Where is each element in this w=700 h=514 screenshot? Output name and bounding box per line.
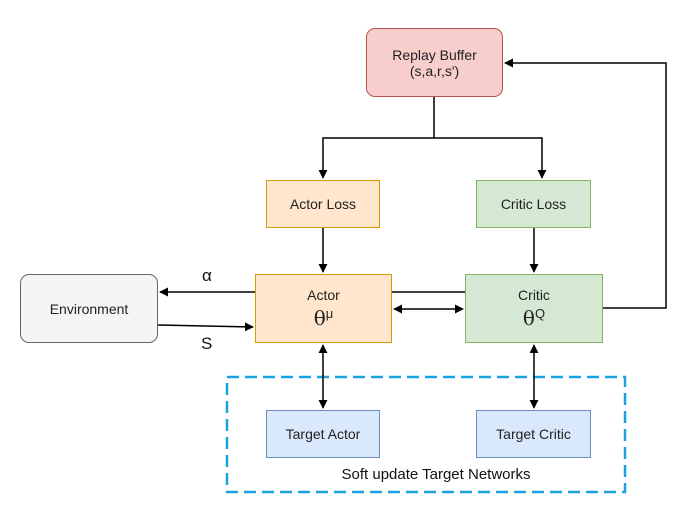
critic-param-superscript: Q <box>534 306 546 321</box>
actor-param-superscript: μ <box>325 306 334 321</box>
critic-node: Critic θQ <box>465 274 603 343</box>
edge-replay-to-actor-loss <box>318 137 434 179</box>
target-critic-label: Target Critic <box>496 426 571 442</box>
replay-buffer-title: Replay Buffer <box>392 46 477 63</box>
actor-loss-label: Actor Loss <box>289 196 357 212</box>
edge-critic-to-replay-buffer <box>504 58 667 309</box>
target-group-label: Soft update Target Networks <box>341 466 531 483</box>
replay-buffer-subtitle: (s,a,r,s') <box>409 62 460 79</box>
actor-param: θμ <box>314 306 334 330</box>
actor-node: Actor θμ <box>255 274 392 343</box>
critic-param-symbol: θ <box>522 306 535 330</box>
action-edge-label: α <box>202 266 212 285</box>
target-actor-node: Target Actor <box>266 410 380 458</box>
replay-buffer-node: Replay Buffer (s,a,r,s') <box>366 28 503 97</box>
critic-loss-label: Critic Loss <box>500 196 567 212</box>
actor-loss-node: Actor Loss <box>266 180 380 228</box>
actor-param-symbol: θ <box>313 306 326 330</box>
actor-label: Actor <box>307 287 340 303</box>
target-actor-label: Target Actor <box>285 426 361 442</box>
environment-label: Environment <box>49 300 129 317</box>
target-networks-group <box>225 375 627 494</box>
state-edge-label: S <box>201 334 213 353</box>
target-critic-node: Target Critic <box>476 410 591 458</box>
edge-replay-to-critic-loss <box>434 137 547 179</box>
environment-node: Environment <box>20 274 158 343</box>
critic-label: Critic <box>518 287 550 303</box>
edge-state-to-actor <box>157 322 254 332</box>
critic-loss-node: Critic Loss <box>476 180 591 228</box>
critic-param: θQ <box>523 306 545 330</box>
